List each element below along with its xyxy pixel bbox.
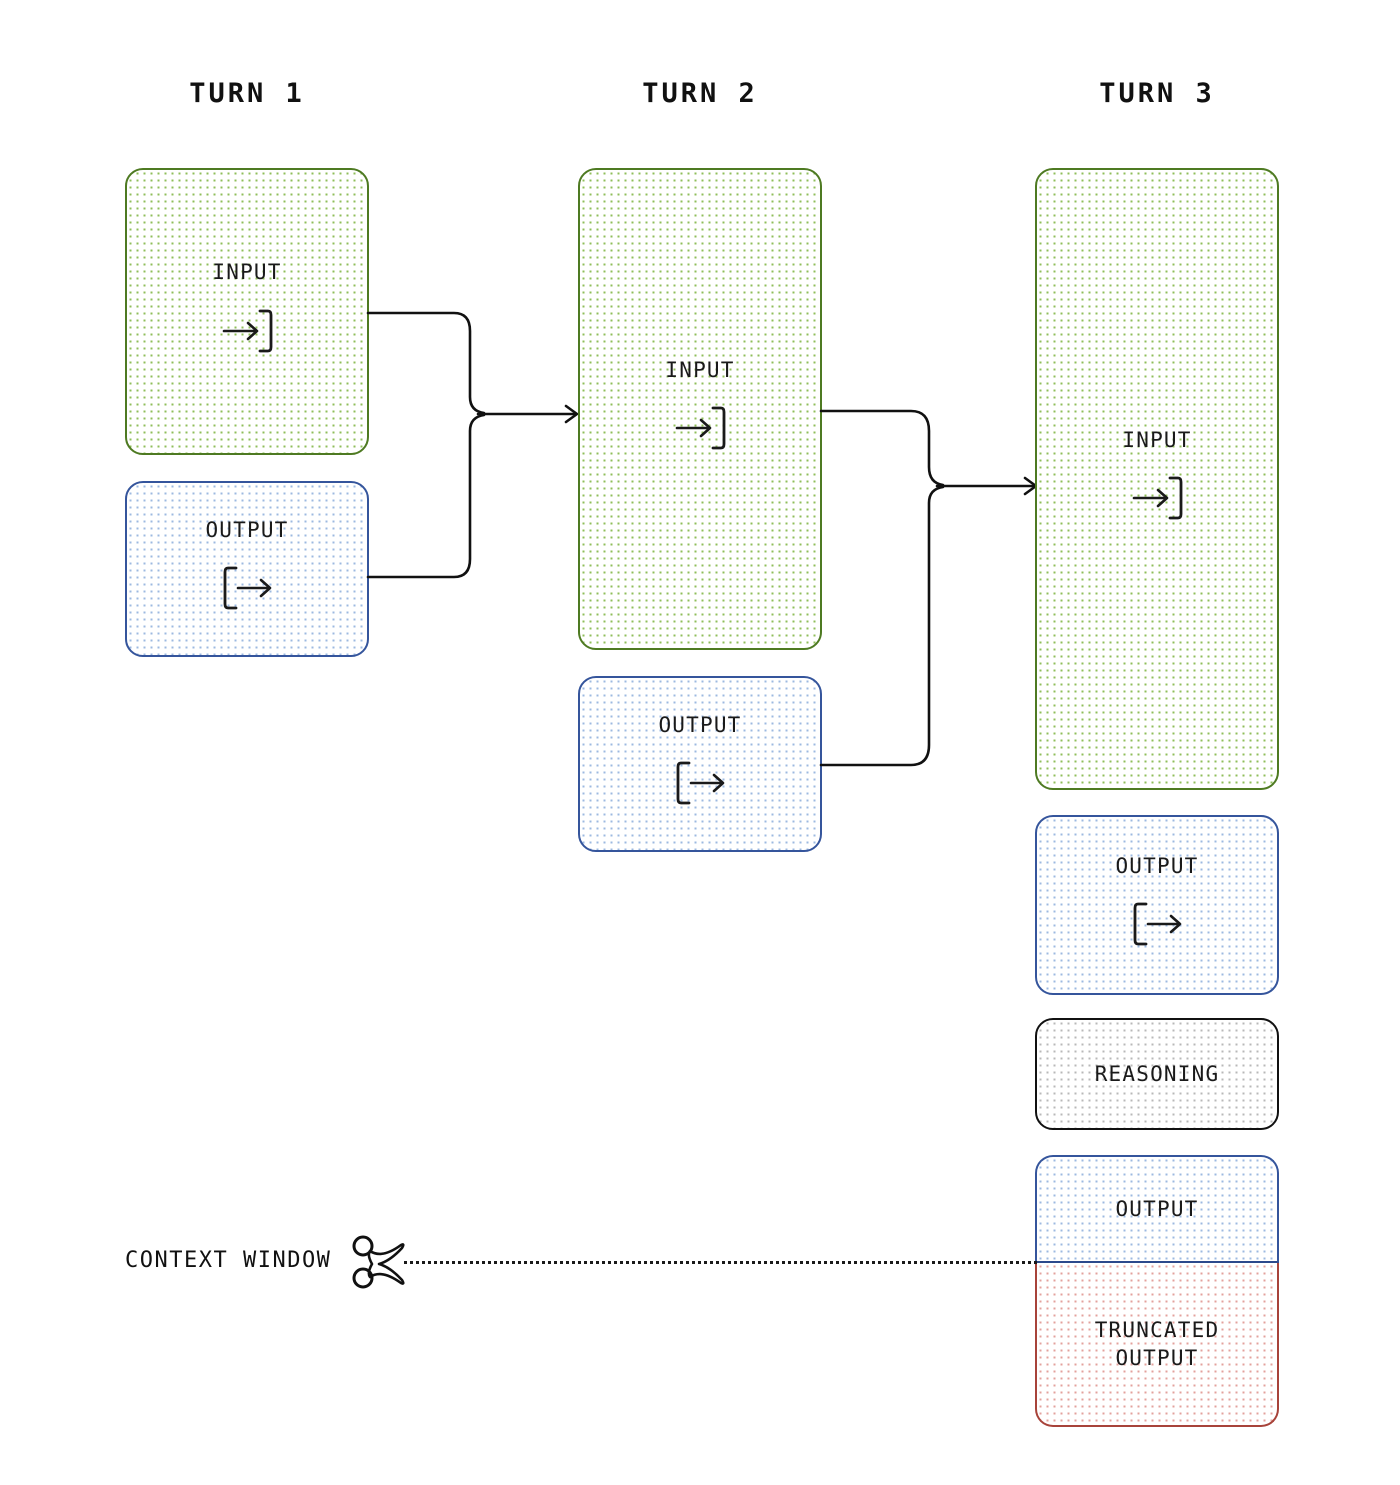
truncated-line-2: OUTPUT	[1115, 1346, 1199, 1370]
arrow-into-bracket-icon	[669, 398, 731, 462]
turn-3-reasoning-block[interactable]: REASONING	[1035, 1018, 1279, 1130]
bracket-out-arrow-icon	[669, 753, 731, 817]
turn-2-output-label: OUTPUT	[658, 712, 742, 737]
turn-2-input-label: INPUT	[665, 357, 735, 382]
turn-2-title: TURN 2	[642, 78, 758, 109]
turn-3-reasoning-label: REASONING	[1094, 1061, 1220, 1086]
scissors-icon	[352, 1231, 408, 1297]
turn-2-output-block[interactable]: OUTPUT	[578, 676, 822, 852]
turn-3-output-kept-part[interactable]: OUTPUT	[1035, 1155, 1279, 1263]
bracket-out-arrow-icon	[1126, 894, 1188, 958]
turn-3-title: TURN 3	[1099, 78, 1215, 109]
turn-3-output-block[interactable]: OUTPUT	[1035, 815, 1279, 995]
turn-1-output-label: OUTPUT	[205, 517, 289, 542]
arrow-into-bracket-icon	[1126, 468, 1188, 532]
context-window-label: CONTEXT WINDOW	[125, 1248, 332, 1273]
context-window-cut-line	[404, 1261, 1037, 1264]
turn-2-input-block[interactable]: INPUT	[578, 168, 822, 650]
turn-3-output-label: OUTPUT	[1115, 853, 1199, 878]
connector-turn1-to-turn2	[366, 295, 582, 595]
turn-1-output-block[interactable]: OUTPUT	[125, 481, 369, 657]
turn-1-input-label: INPUT	[212, 260, 282, 285]
connector-turn2-to-turn3	[819, 393, 1041, 783]
turn-1-title: TURN 1	[189, 78, 305, 109]
arrow-into-bracket-icon	[216, 301, 278, 365]
turn-3-truncated-block[interactable]: OUTPUT TRUNCATED OUTPUT	[1035, 1155, 1279, 1427]
turn-3-input-label: INPUT	[1122, 427, 1192, 452]
turn-3-input-block[interactable]: INPUT	[1035, 168, 1279, 790]
truncated-line-1: TRUNCATED	[1094, 1317, 1220, 1342]
turn-3-truncated-label: TRUNCATED OUTPUT	[1095, 1316, 1220, 1373]
turn-3-output-truncated-part[interactable]: TRUNCATED OUTPUT	[1035, 1263, 1279, 1427]
turn-3-output-kept-label: OUTPUT	[1115, 1196, 1199, 1221]
turn-1-input-block[interactable]: INPUT	[125, 168, 369, 455]
bracket-out-arrow-icon	[216, 558, 278, 622]
